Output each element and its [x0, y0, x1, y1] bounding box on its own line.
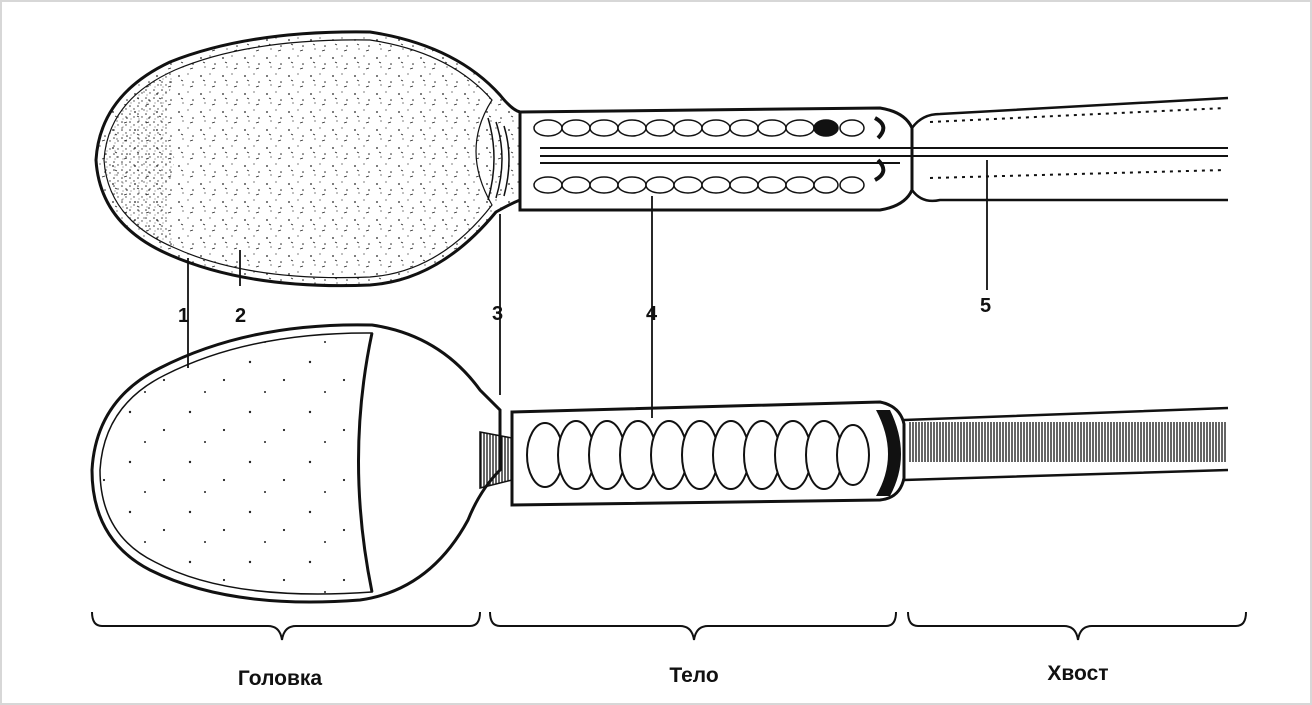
section-label-head: Головка: [238, 667, 322, 690]
top-sperm-figure: [96, 32, 1228, 286]
top-tail-outline: [912, 98, 1228, 201]
bottom-mitochondrial-helix: [527, 421, 869, 489]
callout-1: 1: [178, 305, 189, 327]
callout-3: 3: [492, 303, 503, 325]
callout-5: 5: [980, 295, 991, 317]
brace-tail: [908, 612, 1246, 640]
callout-4: 4: [646, 303, 658, 325]
top-head-dense-zone: [104, 70, 175, 248]
callout-2: 2: [235, 305, 246, 327]
section-label-tail: Хвост: [1047, 662, 1108, 685]
bottom-neck: [480, 432, 512, 488]
brace-head: [92, 612, 480, 640]
top-tail-dots: [930, 108, 1225, 178]
section-label-body: Тело: [669, 664, 718, 687]
bottom-sperm-figure: [92, 325, 1228, 602]
brace-body: [490, 612, 896, 640]
bottom-tail-hatching: [908, 422, 1226, 462]
section-braces: [92, 612, 1246, 640]
